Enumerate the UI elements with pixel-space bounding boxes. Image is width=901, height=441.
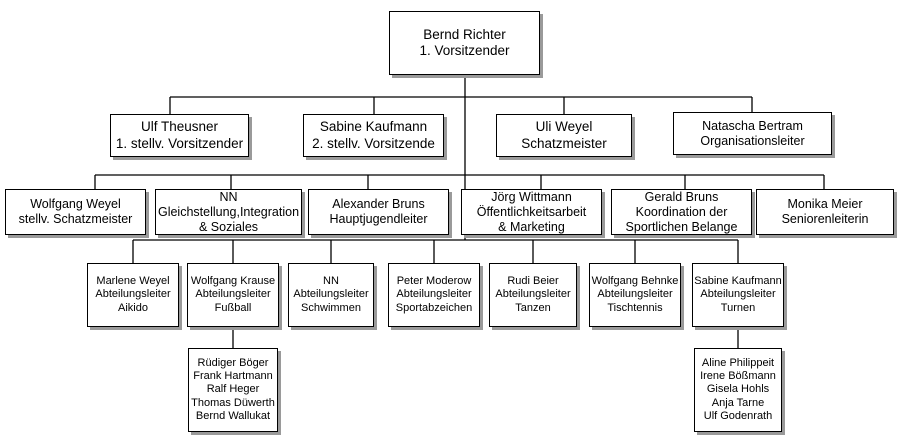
member-name: Ulf Godenrath [703,409,773,422]
department-line: Turnen [720,301,756,314]
officer-line: stellv. Schatzmeister [18,212,133,226]
board-box-first-deputy: Ulf Theusner 1. stellv. Vorsitzender [110,114,249,157]
board-name: Natascha Bertram [702,118,803,133]
gymnastics-members-box: Aline Philippeit Irene Bößmann Gisela Ho… [694,348,782,432]
board-name: Uli Weyel [535,119,593,135]
department-box-swimming: NN Abteilungsleiter Schwimmen [288,263,374,327]
officer-box-youth: Alexander Bruns Hauptjugendleiter [308,189,449,235]
department-line: Wolfgang Krause [190,275,276,288]
officer-line: Monika Meier [787,197,863,211]
member-name: Anja Tarne [711,396,765,409]
officer-line: Sportlichen Belange [625,219,738,234]
officer-line: NN [219,189,238,204]
member-name: Aline Philippeit [701,357,775,370]
officer-line: Koordination der [635,204,728,219]
department-line: Abteilungsleiter [293,288,369,301]
department-line: Tanzen [515,301,551,314]
department-line: Abteilungsleiter [195,288,271,301]
officer-box-sports-coordination: Gerald Bruns Koordination der Sportliche… [611,189,752,235]
officer-line: & Soziales [198,219,259,234]
board-role: 1. stellv. Vorsitzender [115,135,244,151]
officer-line: Seniorenleiterin [781,212,869,226]
department-line: Rudi Beier [507,275,559,288]
member-name: Thomas Düwerth [191,396,275,409]
member-name: Rüdiger Böger [197,357,269,370]
chairman-box: Bernd Richter 1. Vorsitzender [389,11,540,75]
board-role: Schatzmeister [521,135,607,151]
member-name: Frank Hartmann [193,370,273,383]
department-box-gymnastics: Sabine Kaufmann Abteilungsleiter Turnen [692,263,784,327]
department-line: Peter Moderow [396,275,472,288]
member-name: Gisela Hohls [706,383,770,396]
department-line: Abteilungsleiter [597,288,673,301]
officer-line: Gleichstellung,Integration [157,204,300,219]
officer-box-public-relations: Jörg Wittmann Öffentlichkeitsarbeit & Ma… [461,189,602,235]
officer-line: Öffentlichkeitsarbeit [476,204,587,219]
officer-line: Alexander Bruns [332,197,425,211]
officer-line: Wolfgang Weyel [30,197,121,211]
department-line: Fußball [214,301,252,314]
board-name: Ulf Theusner [140,119,219,135]
department-line: Sportabzeichen [395,301,473,314]
department-line: Wolfgang Behnke [591,275,679,288]
member-name: Bernd Wallukat [195,409,271,422]
officer-box-seniors: Monika Meier Seniorenleiterin [756,189,894,235]
officer-line: Hauptjugendleiter [329,212,428,226]
department-box-football: Wolfgang Krause Abteilungsleiter Fußball [187,263,279,327]
department-box-dance: Rudi Beier Abteilungsleiter Tanzen [489,263,577,327]
department-line: Sabine Kaufmann [694,275,782,288]
board-name: Sabine Kaufmann [319,119,428,135]
department-line: Abteilungsleiter [396,288,472,301]
department-box-sport-badge: Peter Moderow Abteilungsleiter Sportabze… [388,263,480,327]
member-name: Irene Bößmann [700,370,776,383]
department-line: Tischtennis [607,301,663,314]
officer-box-deputy-treasurer: Wolfgang Weyel stellv. Schatzmeister [5,189,146,235]
member-name: Ralf Heger [206,383,260,396]
board-box-organisation: Natascha Bertram Organisationsleiter [673,112,832,155]
department-line: Abteilungsleiter [95,288,171,301]
department-line: Schwimmen [301,301,361,314]
board-box-treasurer: Uli Weyel Schatzmeister [496,114,632,157]
officer-line: Jörg Wittmann [491,189,572,204]
department-line: NN [323,275,339,288]
board-role: Organisationsleiter [700,133,805,148]
department-line: Abteilungsleiter [495,288,571,301]
chairman-name: Bernd Richter [423,26,506,42]
board-box-second-deputy: Sabine Kaufmann 2. stellv. Vorsitzende [303,114,444,157]
department-line: Aikido [118,301,148,314]
department-box-aikido: Marlene Weyel Abteilungsleiter Aikido [87,263,179,327]
department-line: Abteilungsleiter [700,288,776,301]
officer-line: & Marketing [498,219,565,234]
officer-line: Gerald Bruns [644,189,719,204]
board-role: 2. stellv. Vorsitzende [312,135,435,151]
department-box-table-tennis: Wolfgang Behnke Abteilungsleiter Tischte… [589,263,681,327]
officer-box-equality: NN Gleichstellung,Integration & Soziales [155,189,302,235]
chairman-role: 1. Vorsitzender [419,43,510,58]
department-line: Marlene Weyel [96,275,170,288]
football-members-box: Rüdiger Böger Frank Hartmann Ralf Heger … [188,348,278,432]
